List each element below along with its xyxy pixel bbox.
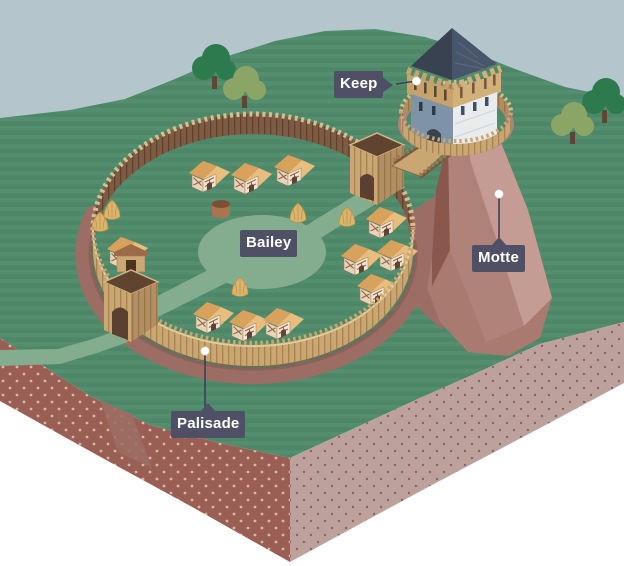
motte-label-pointer [490,237,507,246]
motte-label: Motte [472,237,525,273]
keep-label-text: Keep [340,75,378,92]
earth-right-face [290,322,624,562]
motte-palisade-near [399,110,513,156]
well [212,200,230,218]
bailey-label: Bailey [240,230,298,258]
palisade-label-pointer [200,403,217,412]
palisade-far-wall [93,114,413,250]
keep-label: Keep [334,71,394,99]
bailey-huts [106,154,419,342]
motte-dot [494,189,504,199]
keep-dot [411,76,421,86]
palisade-label-text: Palisade [177,415,240,432]
keep-label-pointer [382,76,394,93]
gatehouse-west [102,269,160,342]
palisade-dot [200,346,210,356]
keep-roof-left [411,28,452,80]
bailey-label-text: Bailey [246,234,292,251]
palisade-label: Palisade [171,403,246,439]
earth-ditch-notch [100,400,152,468]
label-dots [200,76,504,356]
keep-roof-right [452,28,497,80]
bailey-ditch-shadow [88,217,418,371]
motte-label-text: Motte [478,249,519,266]
palisade-near-wall [93,230,413,366]
small-gate-hut [114,244,148,273]
